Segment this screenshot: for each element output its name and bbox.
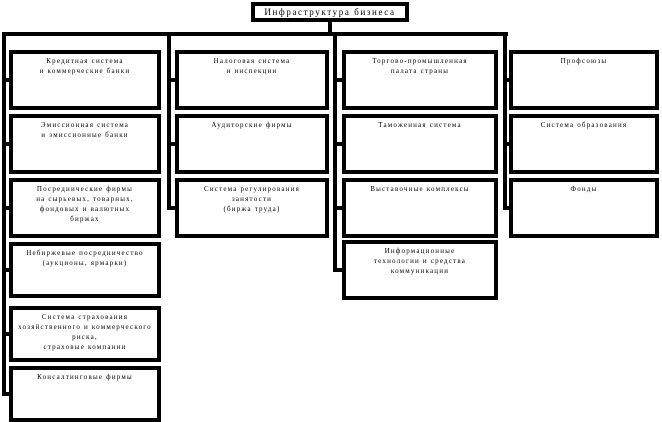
col2-box-2-connector [167,142,175,146]
root-stem-connector [328,22,332,34]
col3-box-1: Торгово-промышленная палата страны [342,50,498,110]
col3-bus-connector [333,32,337,268]
col1-box-5-connector [2,332,9,336]
col4-box-3-connector [503,206,509,210]
col4-bus-connector [503,32,507,207]
col2-bus-connector [167,32,171,207]
col3-box-4: Информационные технологии и средства ком… [342,240,498,300]
root-node-title: Инфраструктура бизнеса [251,2,409,22]
col1-box-1: Кредитная система и коммерческие банки [9,50,161,110]
col2-box-1-connector [167,78,175,82]
col2-box-3: Система регулирования занятости (биржа т… [175,178,329,238]
col1-box-5: Система страхования хозяйственного и ком… [9,306,161,362]
col2-box-2: Аудиторские фирмы [175,114,329,174]
col3-box-3-connector [333,206,342,210]
col2-box-3-connector [167,206,175,210]
col1-box-1-connector [2,78,9,82]
top-bus-connector [2,32,508,36]
col1-box-2: Эмиссионная система и эмиссионные банки [9,114,161,174]
col3-box-4-connector [333,268,342,272]
col1-box-3: Посреднические фирмы на сырьевых, товарн… [9,178,161,238]
col3-box-3: Выставочные комплексы [342,178,498,238]
col1-box-6: Консалтинговые фирмы [9,366,161,422]
col1-box-3-connector [2,206,9,210]
col4-box-3: Фонды [509,178,659,238]
col3-box-2-connector [333,142,342,146]
col2-box-1: Налоговая система и инспекции [175,50,329,110]
col1-box-4: Небиржевые посредничество (аукционы, ярм… [9,242,161,298]
col4-box-1: Профсоюзы [509,50,659,110]
col1-box-2-connector [2,142,9,146]
col4-box-1-connector [503,78,509,82]
col3-box-1-connector [333,78,342,82]
col3-box-2: Таможенная система [342,114,498,174]
col1-box-6-connector [2,392,9,396]
col1-bus-connector [2,32,6,396]
col4-box-2-connector [503,142,509,146]
col4-box-2: Система образования [509,114,659,174]
col1-box-4-connector [2,268,9,272]
